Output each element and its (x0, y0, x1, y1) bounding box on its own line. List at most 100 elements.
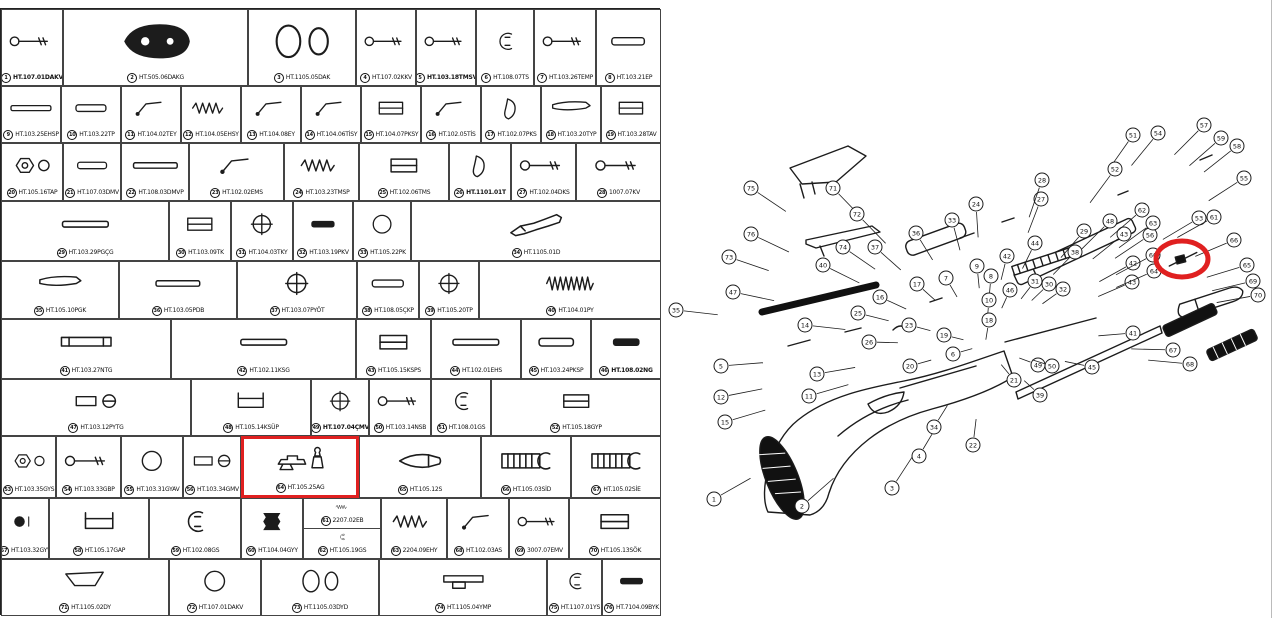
part-code: HT.103.20TYP (557, 131, 597, 138)
part-number: 7 (536, 73, 547, 83)
callout-number: 9 (975, 262, 979, 270)
part-code: 2204.09EHY (402, 547, 438, 554)
part-number: 49 (312, 423, 321, 433)
part-number: 37 (269, 306, 280, 316)
screw-part-icon (377, 396, 417, 406)
callout-leader (922, 289, 936, 301)
part-code: HT.1105.02DY (71, 604, 111, 611)
tube-part-icon (452, 338, 500, 347)
callout-circle-21 (1006, 372, 1022, 388)
part-code: HT.103.28TAV (617, 131, 657, 138)
part-code: HT.505.06DAKG (139, 74, 184, 81)
part-number: 26 (454, 188, 465, 198)
screw-part-icon (364, 36, 402, 46)
spring-part-icon (192, 102, 224, 114)
callout-circle-38 (1067, 244, 1083, 260)
part-code: HT.103.34GMV (197, 486, 239, 493)
callout-circle-26 (861, 334, 877, 350)
callout-number: 65 (1243, 261, 1251, 269)
part-code: HT.105.17GAP (84, 547, 126, 554)
rifle-drawing (758, 145, 1258, 520)
callout-circle-52 (1107, 161, 1123, 177)
callout-number: 1 (712, 495, 716, 503)
part-code: HT.102.03AS (465, 547, 503, 554)
callout-number: 55 (1240, 174, 1248, 182)
callout-circle-14 (797, 317, 813, 333)
callout-number: 35 (672, 306, 680, 314)
callout-number: 31 (1031, 277, 1039, 285)
callout-number: 72 (853, 210, 861, 218)
callout-leader (757, 192, 787, 212)
callout-leader (916, 326, 931, 332)
guard-part-icon (64, 571, 104, 587)
part-code: HT.102.06TMS (389, 189, 431, 196)
callout-leader (977, 273, 980, 289)
callout-number: 42 (1129, 259, 1137, 267)
callout-leader (896, 455, 914, 482)
callout-circle-58 (1229, 138, 1245, 154)
callout-leader (988, 283, 991, 297)
lever-part-icon (462, 515, 490, 531)
part-number: 43 (366, 366, 377, 376)
part-number: 66 (500, 485, 511, 495)
callout-number: 61 (1210, 213, 1218, 221)
crosshair-part-icon (250, 213, 274, 236)
callout-circle-23 (901, 317, 917, 333)
part-number: 19 (605, 130, 616, 140)
callout-circle-22 (965, 437, 981, 453)
callout-leader (917, 359, 932, 365)
pin-part-icon (611, 36, 646, 46)
callout-number: 43 (1120, 230, 1128, 238)
part-number: 13 (247, 130, 258, 140)
callout-number: 57 (1200, 121, 1208, 129)
callout-leader (829, 268, 860, 284)
part-number: 75 (548, 603, 559, 613)
lever-part-icon (255, 101, 282, 116)
part-code: HT.104.01PY (558, 307, 594, 314)
part-code: 2207.02EB (332, 517, 364, 524)
ring-part-icon (141, 450, 163, 471)
clamp-part-icon (84, 512, 114, 530)
buttpad-part-icon (124, 23, 190, 59)
callout-number: 13 (813, 370, 821, 378)
callout-circle-75 (743, 180, 759, 196)
part-number: 18 (545, 130, 556, 140)
callout-leader (985, 327, 989, 340)
callout-leader (1098, 284, 1125, 297)
callout-leader (953, 227, 961, 251)
callout-circle-67 (1165, 342, 1181, 358)
part-number: 71 (59, 603, 70, 613)
dash-part-icon (620, 577, 643, 585)
part-number: 57 (2, 546, 9, 556)
rings-part-icon (302, 569, 339, 593)
part-code: HT.104.02TEY (137, 131, 177, 138)
spring-part-icon (300, 159, 335, 172)
